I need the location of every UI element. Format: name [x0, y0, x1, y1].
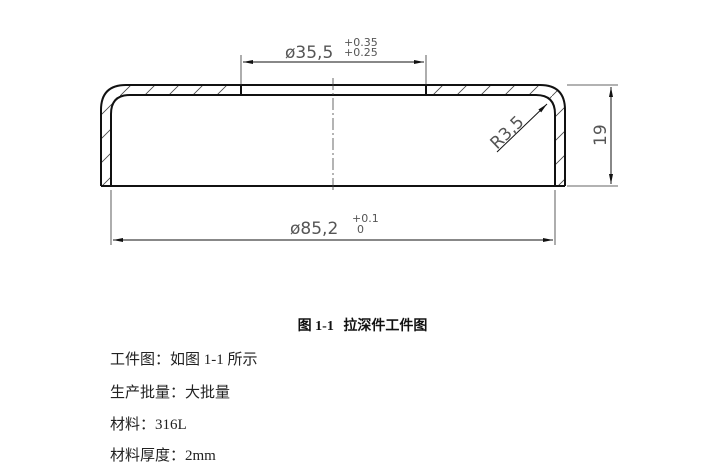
spec-label: 材料厚度： — [110, 448, 186, 464]
outer-diameter-value: ø85,2 — [290, 219, 338, 239]
spec-label: 材料： — [110, 417, 156, 433]
outer-diameter-tol-lower: 0 — [357, 223, 364, 236]
radius-dimension: R3,5 — [487, 103, 548, 154]
spec-label: 生产批量： — [110, 385, 186, 401]
height-value: 19 — [591, 124, 611, 146]
outer-diameter-tol-upper: +0.1 — [352, 212, 379, 225]
spec-label: 工件图： — [110, 352, 171, 368]
section-hatch — [101, 85, 565, 186]
figure-title: 拉深件工件图 — [343, 319, 428, 334]
spec-material: 材料：316L — [110, 413, 187, 434]
figure-number: 图 1-1 — [297, 319, 334, 334]
outer-diameter-dimension: ø85,2 +0.1 0 — [110, 190, 556, 245]
spec-value: 如图 1-1 所示 — [170, 352, 258, 368]
spec-value: 大批量 — [185, 385, 231, 401]
spec-workpiece-drawing: 工件图：如图 1-1 所示 — [110, 348, 258, 369]
spec-value: 316L — [155, 417, 187, 433]
hole-diameter-tol-lower: +0.25 — [344, 46, 378, 59]
hole-diameter-tol-upper: +0.35 — [344, 36, 378, 49]
hole-diameter-value: ø35,5 — [285, 43, 333, 63]
spec-material-thickness: 材料厚度：2mm — [110, 444, 216, 465]
spec-value: 2mm — [185, 448, 216, 464]
spec-production-batch: 生产批量：大批量 — [110, 381, 230, 402]
radius-value: R3,5 — [487, 112, 529, 153]
drawn-part-technical-drawing: ø35,5 +0.35 +0.25 ø85,2 +0.1 0 R3,5 19 — [100, 36, 618, 245]
hole-diameter-dimension: ø35,5 +0.35 +0.25 — [240, 36, 427, 85]
figure-caption: 图 1-1 拉深件工件图 — [0, 315, 725, 335]
height-dimension: 19 — [567, 84, 618, 187]
